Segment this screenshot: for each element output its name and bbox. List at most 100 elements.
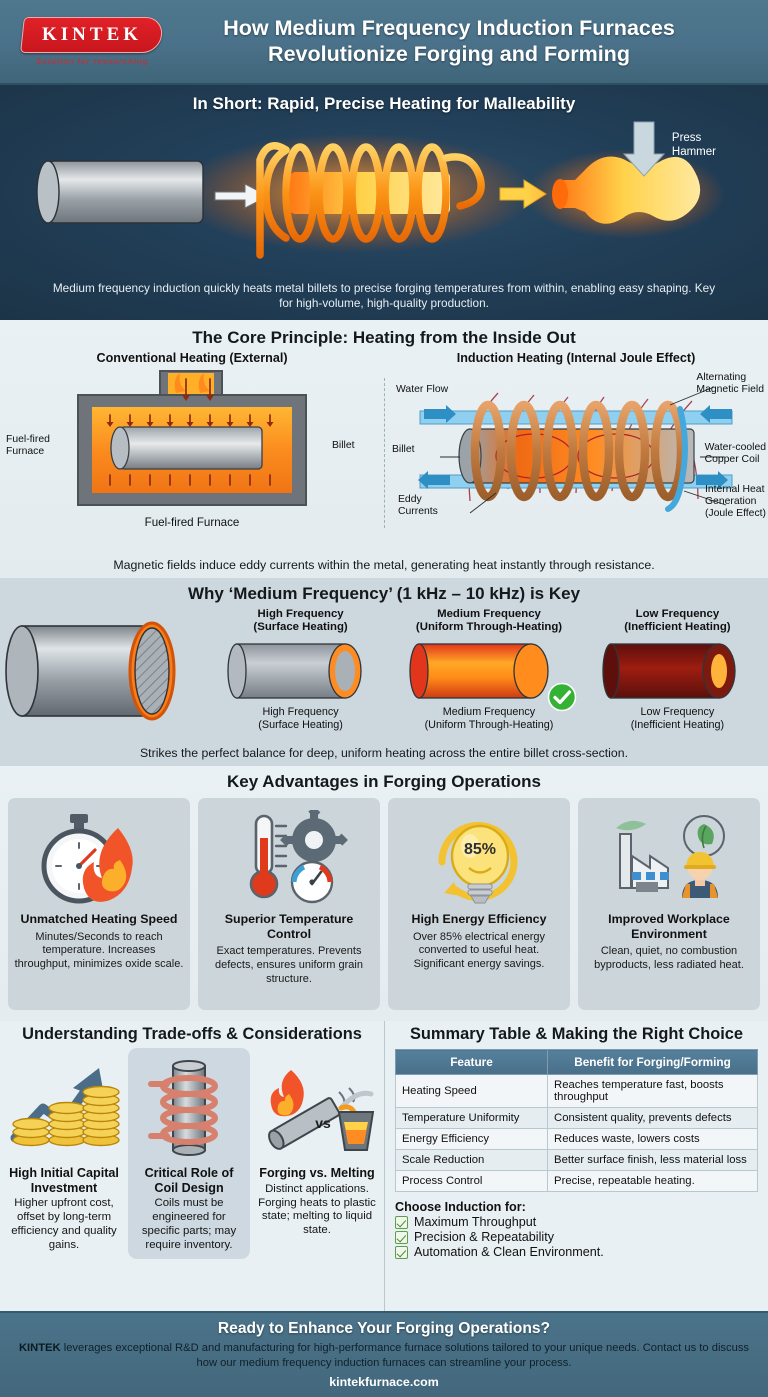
table-cell-feature: Energy Efficiency — [394, 1128, 549, 1150]
copper-coil-label: Water-cooled Copper Coil — [704, 442, 766, 465]
summary-section: Summary Table & Making the Right Choice … — [385, 1021, 768, 1311]
induction-heading: Induction Heating (Internal Joule Effect… — [456, 351, 696, 365]
conventional-heading: Conventional Heating (External) — [96, 351, 288, 365]
freq-foot-high: High Frequency (Surface Heating) — [258, 705, 343, 731]
eddy-currents-label: Eddy Currents — [398, 494, 438, 517]
table-col-benefit: Benefit for Forging/Forming — [547, 1049, 758, 1075]
hero-caption: Medium frequency induction quickly heats… — [52, 280, 716, 311]
tradeoff-title-forging-melting: Forging vs. Melting — [259, 1166, 375, 1180]
magnetic-field-label: Alternating Magnetic Field — [696, 372, 764, 395]
conventional-billet-label: Billet — [332, 440, 355, 451]
billet-low-frequency — [602, 643, 737, 699]
table-col-feature: Feature — [394, 1049, 549, 1075]
induction-billet-label: Billet — [392, 444, 415, 455]
cta-body: KINTEK leverages exceptional R&D and man… — [0, 1341, 768, 1371]
freq-foot-medium: Medium Frequency (Uniform Through-Heatin… — [424, 705, 554, 731]
growth-coins-icon — [5, 1050, 123, 1162]
advantage-card-temperature: Superior Temperature Control Exact tempe… — [198, 798, 380, 1010]
induction-coil-diagram — [418, 386, 733, 514]
table-cell-benefit: Better surface finish, less material los… — [547, 1149, 758, 1171]
core-footer-note: Magnetic fields induce eddy currents wit… — [113, 558, 655, 572]
internal-heat-label: Internal Heat Generation (Joule Effect) — [704, 484, 766, 519]
coil-billet-icon — [135, 1050, 243, 1162]
table-cell-benefit: Reaches temperature fast, boosts through… — [547, 1074, 758, 1108]
checkbox-icon — [395, 1215, 408, 1229]
forged-part — [525, 149, 725, 239]
frequency-title: Why ‘Medium Frequency’ (1 kHz – 10 kHz) … — [187, 584, 581, 603]
bottom-split: Understanding Trade-offs & Consideration… — [0, 1021, 768, 1311]
tradeoff-desc-capital: Higher upfront cost, offset by long-term… — [11, 1197, 117, 1251]
table-header-row: Feature Benefit for Forging/Forming — [394, 1049, 758, 1075]
table-cell-benefit: Reduces waste, lowers costs — [547, 1128, 758, 1150]
logo-badge: KINTEK — [20, 17, 164, 53]
hero-section: In Short: Rapid, Precise Heating for Mal… — [0, 85, 768, 320]
billet-high-frequency — [226, 643, 362, 699]
advantage-title-speed: Unmatched Heating Speed — [20, 912, 178, 926]
vs-label: vs — [315, 1115, 331, 1131]
tradeoff-desc-coil: Coils must be engineered for specific pa… — [141, 1197, 237, 1251]
advantages-section: Key Advantages in Forging Operations — [0, 766, 768, 1021]
frequency-row: High Frequency (Surface Heating) — [0, 608, 768, 734]
frequency-section: Why ‘Medium Frequency’ (1 kHz – 10 kHz) … — [0, 578, 768, 766]
induction-coil — [256, 142, 485, 259]
website-link[interactable]: kintekfurnace.com — [329, 1374, 439, 1389]
table-cell-feature: Scale Reduction — [394, 1149, 549, 1171]
choose-induction-heading: Choose Induction for: — [395, 1200, 526, 1214]
core-title: The Core Principle: Heating from the Ins… — [192, 328, 576, 347]
table-cell-feature: Process Control — [394, 1170, 549, 1192]
core-columns: Conventional Heating (External) — [0, 348, 768, 544]
induction-heating-column: Induction Heating (Internal Joule Effect… — [384, 348, 768, 544]
billet-medium-frequency — [409, 643, 549, 699]
copper-coil-turns — [470, 400, 686, 502]
conventional-heating-column: Conventional Heating (External) — [0, 348, 384, 544]
choose-item-label: Automation & Clean Environment. — [414, 1245, 604, 1259]
freq-head-low: Low Frequency (Inefficient Heating) — [624, 608, 731, 634]
summary-table: Feature Benefit for Forging/Forming Heat… — [394, 1049, 758, 1192]
stopwatch-flame-icon — [40, 806, 158, 910]
table-cell-benefit: Precise, repeatable heating. — [547, 1170, 758, 1192]
advantage-card-efficiency: 85% High Energy Efficiency Over 85% elec… — [388, 798, 570, 1010]
advantage-card-speed: Unmatched Heating Speed Minutes/Seconds … — [8, 798, 190, 1010]
logo-tagline: Solution for researching — [35, 56, 149, 66]
frequency-note: Strikes the perfect balance for deep, un… — [139, 746, 629, 760]
table-row: Process Control Precise, repeatable heat… — [394, 1170, 758, 1192]
lightbulb-icon: 85% — [420, 806, 538, 910]
press-label-line2: Hammer — [671, 145, 716, 158]
tradeoff-card-forging-melting: vs Forging vs. Melting Distinct applicat… — [250, 1048, 384, 1259]
table-row: Temperature Uniformity Consistent qualit… — [394, 1107, 758, 1129]
frequency-item-medium: Medium Frequency (Uniform Through-Heatin… — [391, 608, 587, 731]
core-divider — [384, 378, 385, 528]
press-label-line1: Press — [671, 132, 702, 144]
cold-billet — [36, 160, 204, 224]
billet-cross-section — [0, 608, 210, 732]
tradeoff-title-capital: High Initial Capital Investment — [9, 1166, 119, 1195]
checkbox-icon — [395, 1245, 408, 1259]
cta-footer: Ready to Enhance Your Forging Operations… — [0, 1311, 768, 1397]
cta-title: Ready to Enhance Your Forging Operations… — [217, 1320, 551, 1337]
frequency-item-high: High Frequency (Surface Heating) — [210, 608, 391, 731]
cta-body-text: leverages exceptional R&D and manufactur… — [60, 1342, 750, 1369]
kintek-logo[interactable]: KINTEK Solution for researching — [20, 17, 174, 66]
tradeoffs-title: Understanding Trade-offs & Consideration… — [22, 1025, 362, 1043]
advantages-grid: Unmatched Heating Speed Minutes/Seconds … — [0, 792, 768, 1010]
frequency-item-low: Low Frequency (Inefficient Heating) — [587, 608, 768, 731]
cta-brand: KINTEK — [18, 1342, 61, 1354]
advantage-title-efficiency: High Energy Efficiency — [411, 912, 547, 926]
tradeoff-card-coil: Critical Role of Coil Design Coils must … — [128, 1048, 250, 1259]
cross-section-illustration — [5, 621, 176, 721]
advantage-card-workplace: Improved Workplace Environment Clean, qu… — [578, 798, 760, 1010]
advantage-title-workplace: Improved Workplace Environment — [608, 912, 730, 941]
freq-head-high: High Frequency (Surface Heating) — [253, 608, 348, 634]
checkbox-icon — [395, 1230, 408, 1244]
choose-item-label: Maximum Throughput — [414, 1215, 537, 1229]
efficiency-badge: 85% — [464, 841, 496, 858]
fuel-fired-furnace-diagram — [77, 370, 307, 506]
fuel-furnace-caption: Fuel-fired Furnace — [144, 516, 240, 529]
advantage-desc-speed: Minutes/Seconds to reach temperature. In… — [14, 930, 184, 970]
core-principle-section: The Core Principle: Heating from the Ins… — [0, 320, 768, 578]
freq-foot-low: Low Frequency (Inefficient Heating) — [630, 705, 725, 731]
selected-check-icon — [547, 682, 577, 712]
choose-item: Maximum Throughput — [395, 1215, 758, 1229]
water-flow-label: Water Flow — [396, 384, 449, 395]
thermometer-gear-gauge-icon — [230, 806, 348, 910]
